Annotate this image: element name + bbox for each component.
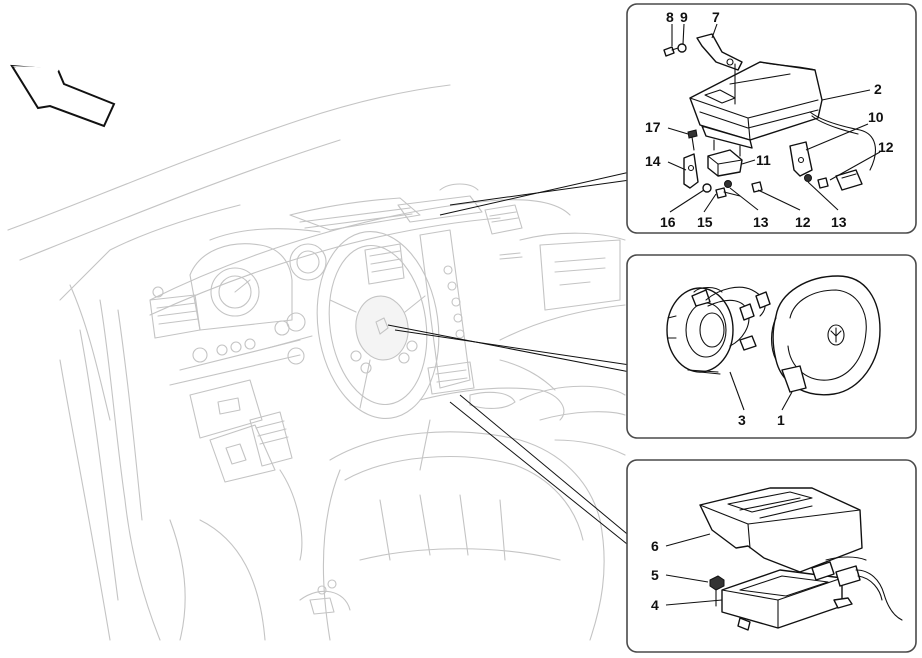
callout-7: 7: [712, 9, 720, 25]
right-bracket: [789, 141, 813, 177]
bolt-15-washer-16: [702, 183, 741, 199]
trident-emblem-icon: [827, 324, 845, 346]
leader-lines: [387, 171, 633, 549]
callout-11: 11: [756, 152, 771, 168]
callout-15: 15: [697, 214, 713, 230]
callout-3: 3: [738, 412, 746, 428]
callout-17: 17: [645, 119, 661, 135]
direction-arrow-icon: [10, 64, 116, 128]
callout-6: 6: [651, 538, 659, 554]
car-interior-illustration: [7, 84, 626, 641]
bolt-17: [687, 129, 698, 151]
callout-5: 5: [651, 567, 659, 583]
callout-9: 9: [680, 9, 688, 25]
callout-12-middle: 12: [795, 214, 811, 230]
mounting-nut: [709, 575, 725, 607]
callout-16: 16: [660, 214, 676, 230]
callout-14: 14: [645, 153, 661, 169]
top-bracket: [696, 33, 743, 105]
screw-and-washer: [663, 43, 687, 57]
passenger-airbag-module: [689, 61, 823, 141]
callout-8: 8: [666, 9, 674, 25]
clock-spring: [666, 286, 734, 375]
panel-driver-airbag: 3 1: [626, 254, 917, 439]
connector-right: [817, 169, 863, 191]
callout-10: 10: [868, 109, 884, 125]
lower-centre-bracket: [707, 149, 743, 177]
callout-13-left: 13: [753, 214, 769, 230]
callout-13-right: 13: [831, 214, 847, 230]
callout-4: 4: [651, 597, 659, 613]
steering-airbag-cover: [770, 275, 881, 396]
callout-1: 1: [777, 412, 785, 428]
airbag-control-unit: [721, 569, 853, 631]
callout-2: 2: [874, 81, 882, 97]
callout-12-right: 12: [878, 139, 894, 155]
panel-passenger-airbag: 8 9 7 2 10 17 12 14 11 16 15 13 12 13: [626, 3, 917, 234]
lower-left-bracket: [683, 153, 699, 189]
panel-airbag-control-unit: 6 5 4: [626, 459, 917, 653]
